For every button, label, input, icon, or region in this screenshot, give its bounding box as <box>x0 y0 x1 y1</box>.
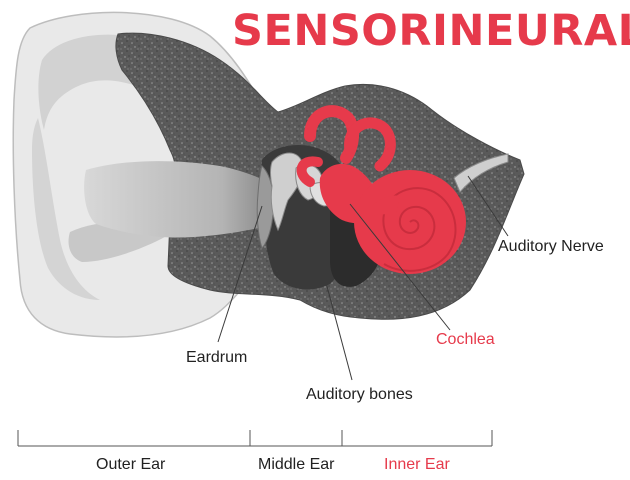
ear-canal <box>84 161 268 238</box>
auditory-nerve-leader <box>467 175 509 237</box>
inner-ear <box>296 105 466 274</box>
cochlea-label: Cochlea <box>436 331 495 348</box>
inner-ear-label: Inner Ear <box>384 456 450 473</box>
middle-ear-label: Middle Ear <box>258 456 335 473</box>
auditory-nerve-label: Auditory Nerve <box>498 238 604 255</box>
cochlea-connector <box>372 195 400 216</box>
auditory-bones-label: Auditory bones <box>306 386 413 403</box>
semicircular-canal-2 <box>344 117 396 172</box>
cochlea-spiral <box>382 187 457 272</box>
section-brackets <box>17 430 493 447</box>
cochlea-leader <box>349 203 451 331</box>
auditory-nerve <box>453 153 509 193</box>
outer-ear-label: Outer Ear <box>96 456 166 473</box>
malleus <box>270 152 304 232</box>
diagram-title: SENSORINEURAL <box>232 6 630 56</box>
semicircular-canal-3 <box>296 156 323 187</box>
pinna-helix <box>32 118 100 300</box>
auditory-bones-leader <box>303 199 353 381</box>
eardrum-leader <box>217 205 263 343</box>
eardrum-label: Eardrum <box>186 349 248 366</box>
